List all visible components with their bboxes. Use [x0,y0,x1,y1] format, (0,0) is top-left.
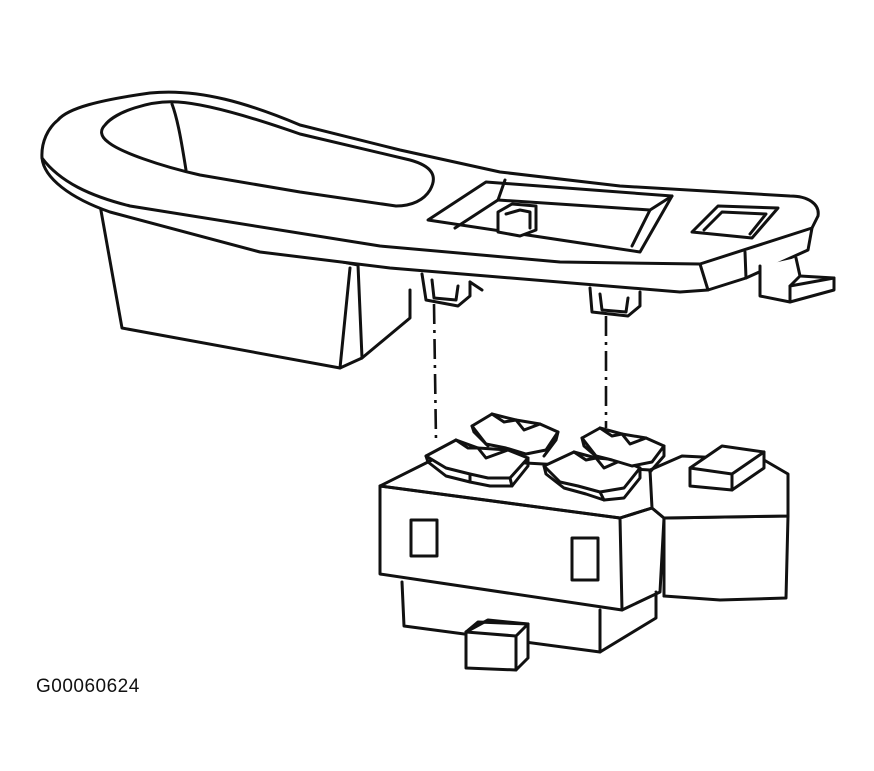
bezel-front-edge [40,156,814,266]
rocker-switch-rear-right [580,426,666,474]
bezel-handle-opening [100,100,435,208]
housing-window-right [570,536,600,582]
figure-id-label: G00060624 [36,676,140,697]
housing-window-left [409,518,439,558]
rocker-switch-driver [424,438,530,488]
power-window-switch-assembly [378,412,790,672]
bezel-switch-opening-small [690,204,780,240]
alignment-line-left [432,303,438,441]
lock-button [688,444,766,492]
switch-connector [464,618,530,672]
bezel-end-tab [758,256,836,304]
bezel-switch-opening-main [426,178,674,254]
bezel-retaining-tab-left [420,272,484,308]
bezel-retaining-tab-right [588,286,642,318]
rocker-switch-passenger [470,412,560,458]
window-switch-bezel [40,90,836,370]
